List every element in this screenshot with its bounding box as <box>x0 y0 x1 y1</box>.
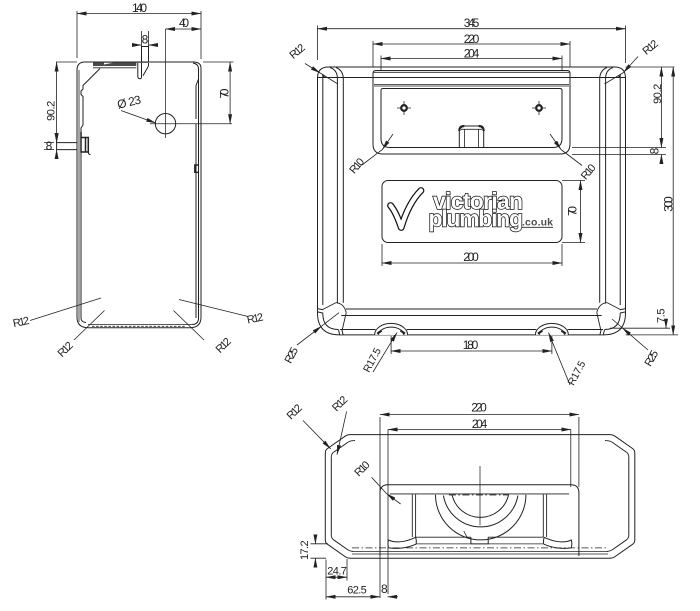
svg-text:220: 220 <box>471 401 487 415</box>
svg-text:90.2: 90.2 <box>46 101 58 121</box>
svg-text:R12: R12 <box>246 311 265 326</box>
svg-text:R10: R10 <box>347 156 367 176</box>
svg-text:220: 220 <box>464 32 480 46</box>
svg-text:R12: R12 <box>287 42 307 62</box>
svg-text:.co.uk: .co.uk <box>522 217 553 229</box>
svg-text:140: 140 <box>132 1 147 15</box>
svg-text:R12: R12 <box>12 315 31 330</box>
svg-text:R25: R25 <box>643 348 662 368</box>
svg-text:victorian: victorian <box>433 188 523 214</box>
svg-text:300: 300 <box>662 196 676 212</box>
svg-text:40: 40 <box>179 16 189 30</box>
svg-text:204: 204 <box>464 46 480 60</box>
svg-text:180: 180 <box>463 338 479 352</box>
svg-text:17.2: 17.2 <box>299 541 311 560</box>
svg-text:7.5: 7.5 <box>656 309 668 323</box>
svg-text:R12: R12 <box>214 336 234 356</box>
svg-text:70: 70 <box>218 88 232 98</box>
svg-text:200: 200 <box>463 250 479 264</box>
svg-text:R12: R12 <box>640 38 660 58</box>
svg-text:R12: R12 <box>330 394 350 414</box>
svg-text:plumbing: plumbing <box>429 206 524 232</box>
svg-text:345: 345 <box>464 16 480 30</box>
svg-text:8: 8 <box>648 147 662 154</box>
svg-text:62.5: 62.5 <box>347 584 366 596</box>
svg-text:24.7: 24.7 <box>327 566 346 578</box>
svg-text:8: 8 <box>381 582 388 596</box>
svg-text:90.2: 90.2 <box>652 84 664 104</box>
svg-text:Ø 23: Ø 23 <box>116 93 143 112</box>
svg-text:R10: R10 <box>352 459 372 479</box>
svg-text:8: 8 <box>142 33 149 47</box>
svg-text:R25: R25 <box>283 345 301 365</box>
svg-text:70: 70 <box>566 206 580 216</box>
svg-text:204: 204 <box>472 417 488 431</box>
svg-text:8: 8 <box>46 139 53 153</box>
svg-text:R12: R12 <box>285 402 305 422</box>
svg-text:R17.5: R17.5 <box>566 359 589 388</box>
svg-text:R12: R12 <box>56 340 76 360</box>
